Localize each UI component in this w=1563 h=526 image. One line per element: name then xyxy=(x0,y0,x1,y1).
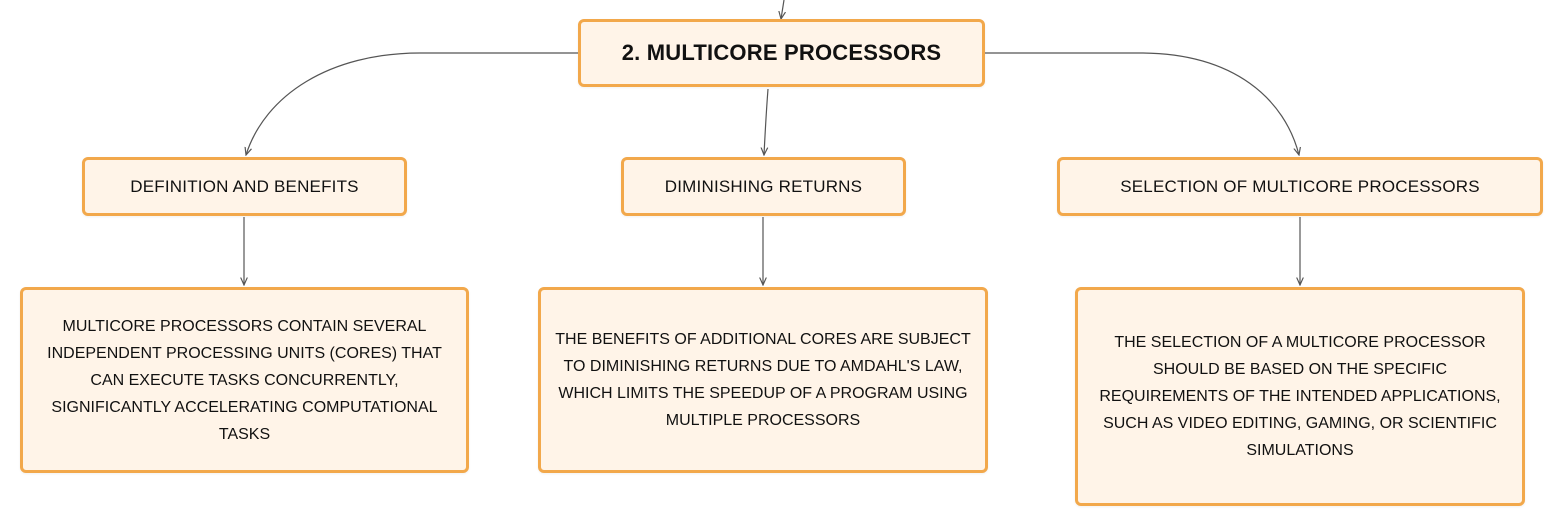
detail-node-text: THE BENEFITS OF ADDITIONAL CORES ARE SUB… xyxy=(555,331,971,429)
topic-node-diminishing-returns[interactable]: DIMINISHING RETURNS xyxy=(621,157,906,216)
connector-root-to-selection xyxy=(985,52,1299,155)
root-node[interactable]: 2. MULTICORE PROCESSORS xyxy=(578,19,985,87)
topic-node-label: DIMINISHING RETURNS xyxy=(664,176,863,196)
connector-root-to-definition xyxy=(246,52,578,155)
detail-node-text: THE SELECTION OF A MULTICORE PROCESSOR S… xyxy=(1099,334,1501,459)
incoming-connector xyxy=(781,0,784,19)
topic-node-definition-and-benefits[interactable]: DEFINITION AND BENEFITS xyxy=(82,157,407,216)
detail-node-definition-and-benefits[interactable]: MULTICORE PROCESSORS CONTAIN SEVERAL IND… xyxy=(20,287,469,473)
detail-node-text: MULTICORE PROCESSORS CONTAIN SEVERAL IND… xyxy=(47,317,442,443)
topic-node-label: SELECTION OF MULTICORE PROCESSORS xyxy=(1120,176,1480,196)
detail-node-selection-of-multicore-processors[interactable]: THE SELECTION OF A MULTICORE PROCESSOR S… xyxy=(1075,287,1525,506)
topic-node-label: DEFINITION AND BENEFITS xyxy=(130,176,359,196)
topic-node-selection-of-multicore-processors[interactable]: SELECTION OF MULTICORE PROCESSORS xyxy=(1057,157,1543,216)
detail-node-diminishing-returns[interactable]: THE BENEFITS OF ADDITIONAL CORES ARE SUB… xyxy=(538,287,988,473)
connector-root-to-diminishing xyxy=(764,88,769,155)
root-node-label: 2. MULTICORE PROCESSORS xyxy=(621,40,942,65)
